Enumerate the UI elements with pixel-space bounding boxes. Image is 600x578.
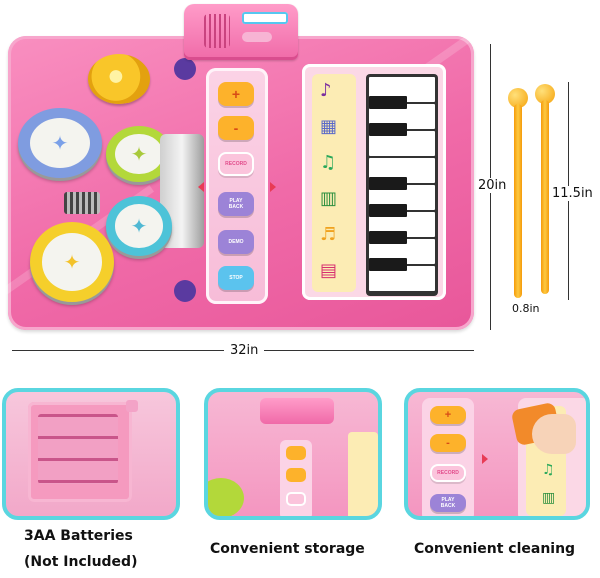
instrument-selector: ♪ ▦ ♫ ▥ ♬ ▤ (312, 74, 356, 292)
arrow-right-icon (482, 454, 488, 464)
storage-caption: Convenient storage (210, 541, 365, 557)
screw-icon (126, 400, 138, 412)
battery-slots (38, 414, 118, 484)
mallet-length-label: 11.5in (550, 186, 595, 201)
battery-caption-1: 3AA Batteries (24, 528, 133, 544)
star-icon: ✦ (130, 213, 148, 238)
mallet-width-label: 0.8in (512, 302, 540, 315)
black-key[interactable] (369, 123, 407, 136)
cleaning-thumbnail: + - RECORD PLAY BACK ♫ ▥ (404, 388, 590, 520)
battery-caption-2: (Not Included) (24, 554, 138, 570)
cymbal[interactable] (88, 54, 150, 104)
drum-green[interactable]: ✦ (106, 126, 172, 182)
arrow-left-icon[interactable] (198, 182, 204, 192)
drum-mini (208, 478, 244, 516)
accordion-icon: ▥ (542, 490, 556, 506)
piano-mini (348, 432, 378, 516)
width-label: 32in (224, 343, 265, 358)
mallet-head (508, 88, 528, 108)
mallet-stick (514, 104, 522, 298)
brand-logo (242, 12, 288, 24)
volume-up-button (286, 446, 306, 460)
play-back-label-1: PLAY (441, 497, 455, 503)
pedal (64, 192, 100, 214)
piano-keyboard (366, 74, 438, 296)
piano-icon[interactable]: ▤ (320, 260, 338, 281)
black-key[interactable] (369, 96, 407, 109)
control-panel-mini (280, 440, 312, 516)
drum-cyan[interactable]: ✦ (106, 196, 172, 256)
note-badge-icon (174, 58, 196, 80)
volume-up-button[interactable]: + (218, 82, 254, 106)
record-button (286, 492, 306, 506)
volume-down-button (286, 468, 306, 482)
speaker-unit-mini (260, 398, 334, 424)
cleaning-caption: Convenient cleaning (414, 541, 576, 557)
speaker-unit (184, 4, 298, 60)
record-button[interactable]: RECORD (218, 152, 254, 176)
drum-blue[interactable]: ✦ (18, 108, 102, 178)
speaker-grill (204, 14, 230, 48)
control-panel-mini: + - RECORD PLAY BACK (422, 398, 474, 516)
saxophone-icon: ♫ (542, 462, 555, 478)
storage-thumbnail (204, 388, 382, 520)
black-key[interactable] (369, 231, 407, 244)
xylophone-icon[interactable]: ▦ (320, 116, 338, 137)
black-key[interactable] (369, 177, 407, 190)
battery-thumbnail (2, 388, 180, 520)
play-back-label-2: BACK (228, 204, 244, 210)
control-panel: + - RECORD PLAY BACK DEMO STOP (206, 68, 268, 304)
saxophone-icon[interactable]: ♫ (320, 152, 337, 173)
height-label: 20in (476, 178, 509, 193)
demo-button[interactable]: DEMO (218, 230, 254, 254)
star-icon: ✦ (130, 141, 148, 166)
black-key[interactable] (369, 258, 407, 271)
volume-down-button: - (430, 434, 466, 452)
volume-up-button: + (430, 406, 466, 424)
rhythm-badge-icon (174, 280, 196, 302)
mallet-stick (541, 100, 549, 294)
black-key[interactable] (369, 204, 407, 217)
play-back-button: PLAY BACK (430, 494, 466, 512)
accordion-icon[interactable]: ▥ (320, 188, 338, 209)
record-button: RECORD (430, 464, 466, 482)
play-back-label-2: BACK (440, 503, 456, 509)
star-icon: ✦ (51, 130, 69, 155)
drum-yellow[interactable]: ✦ (30, 222, 114, 302)
star-icon: ✦ (63, 249, 81, 274)
play-back-button[interactable]: PLAY BACK (218, 192, 254, 216)
guitar-icon[interactable]: ♪ (320, 80, 332, 101)
mallet-head (535, 84, 555, 104)
arrow-right-icon[interactable] (270, 182, 276, 192)
stop-button[interactable]: STOP (218, 266, 254, 290)
volume-down-button[interactable]: - (218, 116, 254, 140)
trumpet-icon[interactable]: ♬ (320, 224, 337, 245)
hand (532, 414, 576, 454)
power-switch[interactable] (242, 32, 272, 42)
play-back-label-1: PLAY (229, 198, 243, 204)
